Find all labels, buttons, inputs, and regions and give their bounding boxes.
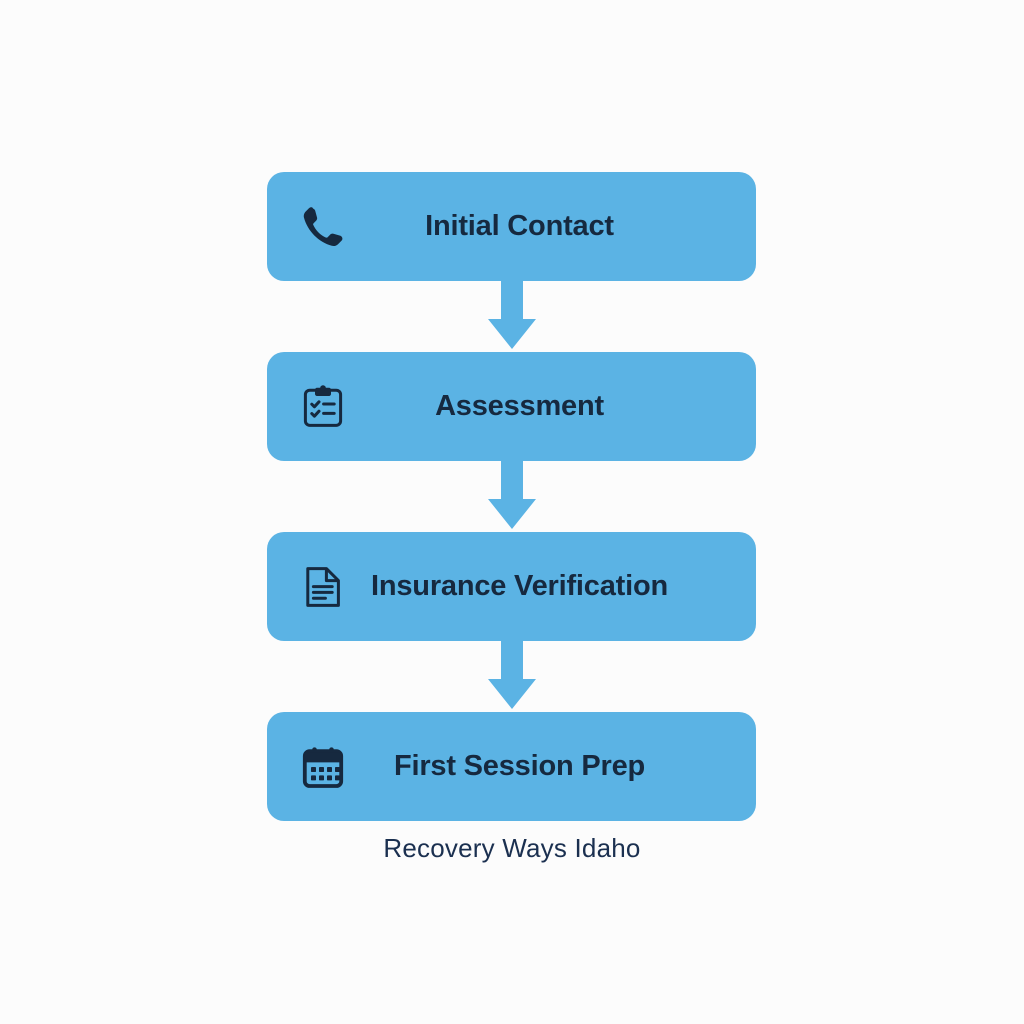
diagram-caption: Recovery Ways Idaho <box>383 833 641 863</box>
document-icon <box>297 561 349 613</box>
flow-step-stack: Initial Contact Assessment <box>267 172 756 821</box>
flow-step-label: Initial Contact <box>425 210 614 242</box>
clipboard-checklist-icon <box>297 381 349 433</box>
flow-step-label: Insurance Verification <box>371 570 668 602</box>
calendar-icon <box>297 741 349 793</box>
arrow-down-icon-2 <box>267 461 756 532</box>
phone-icon <box>297 201 349 253</box>
flow-step-insurance-verification[interactable]: Insurance Verification <box>267 532 756 641</box>
flow-step-label: First Session Prep <box>393 750 646 782</box>
flow-step-initial-contact[interactable]: Initial Contact <box>267 172 756 281</box>
arrow-down-icon-1 <box>267 281 756 352</box>
flow-step-label: Assessment <box>435 390 604 422</box>
flow-step-first-session-prep[interactable]: First Session Prep <box>267 712 756 821</box>
arrow-down-icon-3 <box>267 641 756 712</box>
flow-step-assessment[interactable]: Assessment <box>267 352 756 461</box>
